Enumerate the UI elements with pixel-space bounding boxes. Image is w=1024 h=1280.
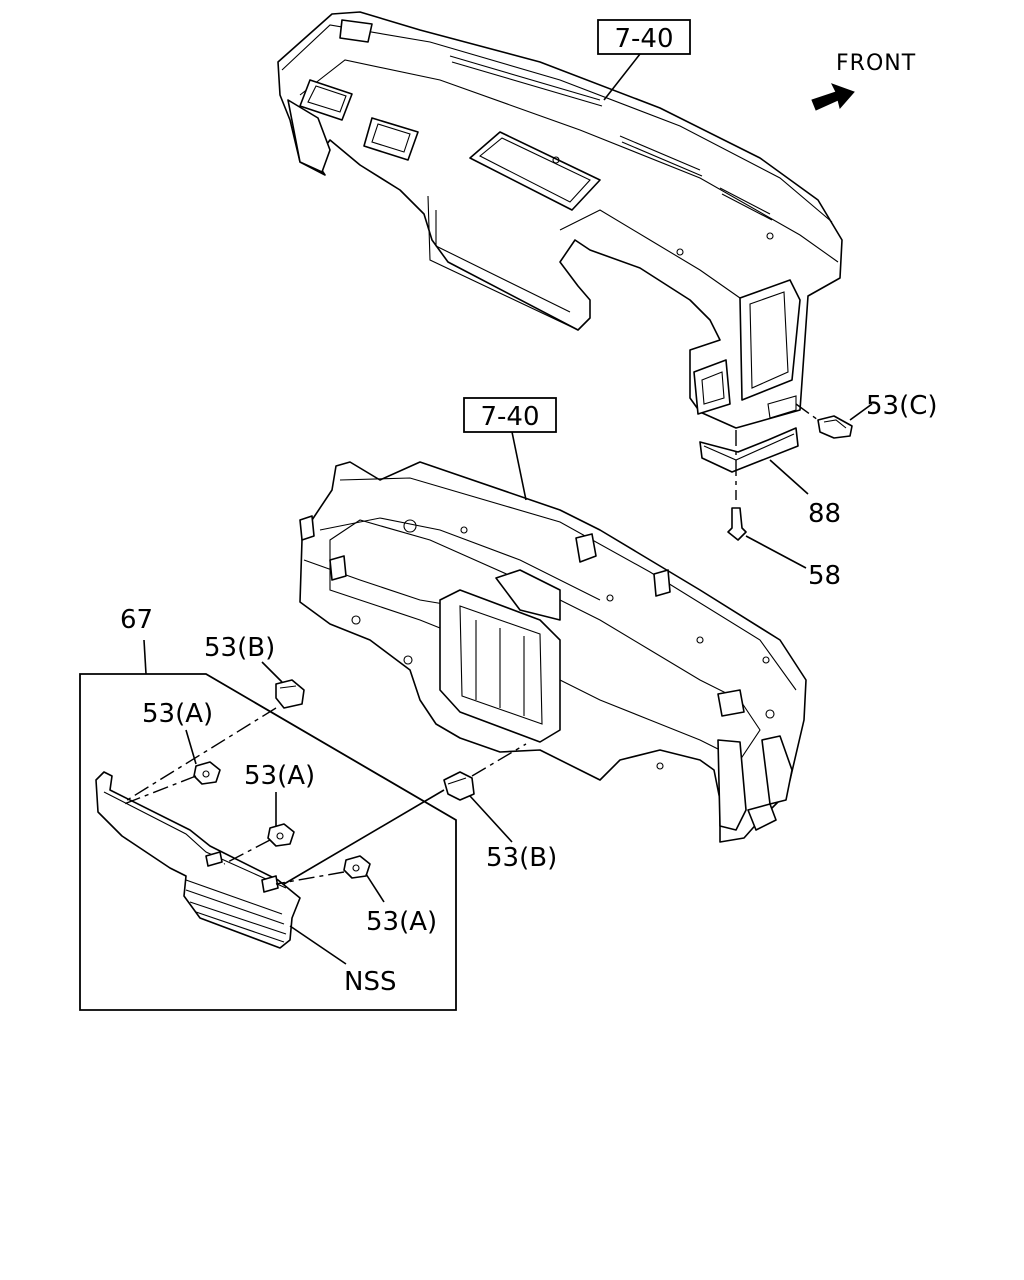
group-67: 67 53(B) 53(A) <box>79 605 457 1011</box>
clip-53b-top: 53(B) <box>123 633 305 803</box>
label-53a-1: 53(A) <box>142 699 213 729</box>
label-67: 67 <box>120 605 153 635</box>
ref-label-lower: 7-40 <box>480 402 539 432</box>
ref-label-upper: 7-40 <box>614 24 673 54</box>
reference-box-upper: 7-40 <box>597 19 691 101</box>
leader-ref-upper <box>603 53 641 101</box>
reference-box-lower: 7-40 <box>463 397 557 501</box>
instrument-panel-upper <box>277 11 843 429</box>
clip-53a-1: 53(A) <box>123 699 221 805</box>
front-indicator: FRONT <box>811 51 916 111</box>
clip-53a-2: 53(A) <box>223 761 315 865</box>
instrument-panel-frame <box>299 461 807 843</box>
front-label: FRONT <box>836 51 916 76</box>
label-53c: 53(C) <box>866 391 938 421</box>
part-58-screw: 58 <box>727 507 841 591</box>
label-53b-top: 53(B) <box>204 633 275 663</box>
label-53a-3: 53(A) <box>366 907 437 937</box>
front-arrow-icon <box>811 83 855 111</box>
lower-trim-panel <box>95 771 301 949</box>
label-58: 58 <box>808 561 841 591</box>
label-88: 88 <box>808 499 841 529</box>
label-53a-2: 53(A) <box>244 761 315 791</box>
clip-53a-3: 53(A) <box>275 855 437 937</box>
label-53b-right: 53(B) <box>486 843 557 873</box>
clip-53b-right: 53(B) <box>283 743 557 885</box>
leader-ref-lower <box>511 431 527 501</box>
part-53c-clip: 53(C) <box>795 391 938 439</box>
label-nss: NSS <box>344 967 396 997</box>
part-88-bracket: 88 <box>699 427 841 529</box>
